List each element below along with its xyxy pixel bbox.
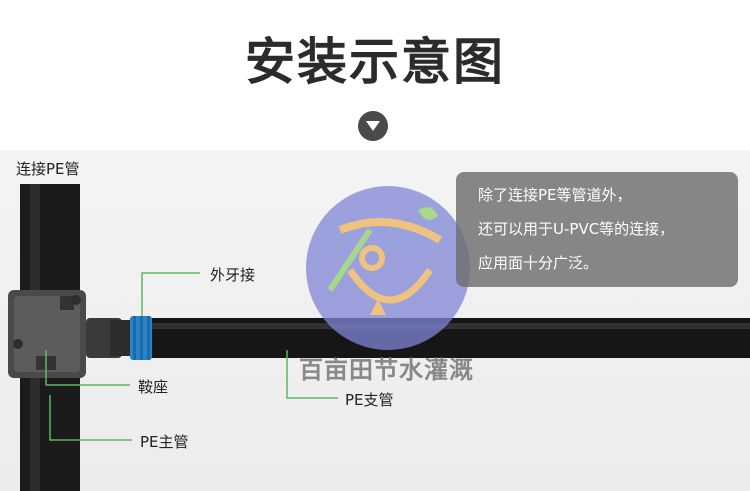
label-outer-thread: 外牙接	[210, 266, 256, 284]
label-pe-connect: 连接PE管	[16, 160, 80, 178]
page-title: 安装示意图	[245, 33, 505, 91]
leader-lines	[45, 272, 338, 441]
outer-thread-connector	[130, 316, 152, 360]
saddle-clamp	[8, 290, 132, 378]
watermark-text: 百亩田节水灌溉	[299, 355, 474, 384]
label-pe-main: PE主管	[140, 433, 189, 451]
info-callout: 除了连接PE等管道外， 还可以用于U-PVC等的连接， 应用面十分广泛。	[456, 172, 738, 287]
chevron-down-icon	[358, 111, 388, 141]
callout-line-1: 除了连接PE等管道外，	[478, 186, 632, 204]
callout-line-3: 应用面十分广泛。	[478, 254, 599, 272]
callout-line-2: 还可以用于U-PVC等的连接，	[478, 220, 675, 238]
watermark-logo	[306, 186, 470, 350]
label-pe-branch: PE支管	[345, 391, 394, 409]
label-saddle: 鞍座	[138, 378, 169, 396]
